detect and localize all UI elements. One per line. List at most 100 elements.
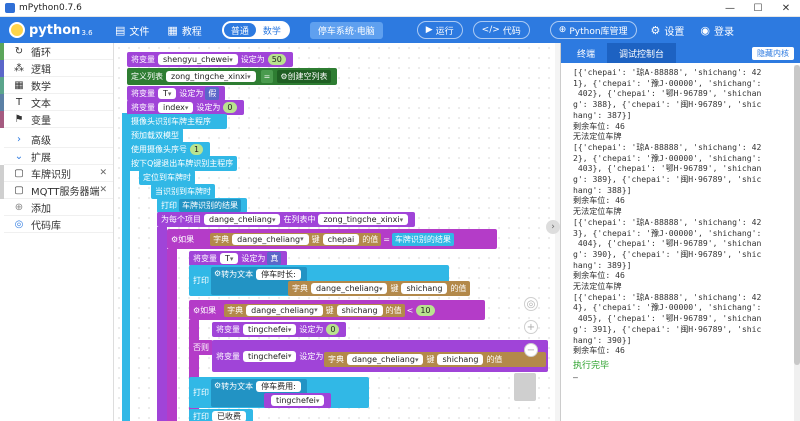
calculator-icon: ▦	[14, 79, 24, 91]
console-tabs: 终端 调试控制台 隐藏内核	[561, 43, 800, 63]
category-loop[interactable]: ↻循环	[0, 42, 113, 60]
tutorial-button[interactable]: ▦教程	[167, 23, 202, 38]
login-button[interactable]: ◉登录	[700, 23, 735, 38]
tab-terminal[interactable]: 终端	[577, 49, 596, 60]
console-line: hang': 389}]	[573, 259, 632, 270]
console-line: 无法定位车牌	[573, 281, 622, 292]
preload-model-block[interactable]: 预加载双模型	[127, 128, 183, 143]
logic-icon: ⁂	[14, 62, 24, 74]
minimize-button[interactable]: —	[725, 2, 735, 14]
console-line: g': 389}, {'chepai': '闽H·96789', 'shic	[573, 174, 762, 185]
hide-kernel-button[interactable]: 隐藏内核	[752, 46, 794, 60]
console-panel: 终端 调试控制台 隐藏内核 [{'chepai': '琼A·88888', 's…	[560, 43, 800, 421]
remove-extension-icon[interactable]: ✕	[99, 185, 107, 195]
console-line: g': 390}, {'chepai': '闽H·96789', 'shic	[573, 248, 762, 259]
gear-icon: ⚙	[214, 380, 222, 390]
console-line: hang': 387}]	[573, 109, 632, 120]
window-title: mPython0.7.6	[19, 3, 82, 13]
run-button[interactable]: ▶运行	[416, 21, 463, 39]
extension-icon: ▢	[14, 167, 24, 179]
console-line: hang': 390}]	[573, 334, 632, 345]
add-icon: ⊕	[14, 201, 24, 213]
maximize-button[interactable]: ☐	[753, 2, 763, 14]
category-plate-recognition[interactable]: ▢车牌识别✕	[0, 164, 113, 182]
plate-located-block[interactable]: 定位到车牌时	[139, 170, 195, 185]
python-logo-icon	[9, 22, 25, 38]
category-code-library[interactable]: ◎代码库	[0, 215, 113, 233]
zoom-out-icon[interactable]: −	[524, 343, 538, 357]
var-block[interactable]: tingchefei	[264, 393, 332, 408]
print-block[interactable]: 打印车牌识别的结果	[157, 198, 247, 213]
system-badge[interactable]: 停车系统·电脑	[309, 21, 383, 39]
gear-icon: ⚙	[650, 23, 661, 37]
quit-key-block[interactable]: 按下Q键退出车牌识别主程序	[127, 156, 238, 171]
collapse-panel-icon[interactable]: ›	[546, 220, 560, 234]
set-var-block[interactable]: 将变量T设定为真	[189, 251, 288, 266]
settings-button[interactable]: ⚙设置	[650, 23, 685, 38]
category-mqtt-server[interactable]: ▢MQTT服务器端✕	[0, 181, 113, 199]
loop-icon: ↻	[14, 45, 24, 57]
category-math[interactable]: ▦数学	[0, 76, 113, 94]
extension-icon: ▢	[14, 184, 24, 196]
category-logic[interactable]: ⁂逻辑	[0, 59, 113, 77]
recenter-icon[interactable]: ◎	[524, 297, 538, 311]
console-line: 402}, {'chepai': '鄂H·96789', 'shichan	[573, 88, 762, 99]
console-line: [{'chepai': '琼A·88888', 'shichang': 42	[573, 67, 762, 77]
console-scrollbar[interactable]	[794, 65, 800, 421]
title-bar: mPython0.7.6 — ☐ ✕	[0, 0, 800, 17]
foreach-block[interactable]: 为每个项目dange_cheliang在列表中zong_tingche_xinx…	[157, 212, 416, 227]
print-block[interactable]: 打印已收费	[189, 409, 253, 421]
console-cursor: —	[573, 371, 578, 382]
console-line: 无法定位车牌	[573, 206, 622, 217]
category-add[interactable]: ⊕添加	[0, 198, 113, 216]
file-menu-button[interactable]: ▤文件	[115, 23, 150, 38]
set-var-block[interactable]: 将变量index设定为0	[127, 100, 244, 115]
else-label: 否则	[189, 340, 213, 355]
console-line: [{'chepai': '琼A·88888', 'shichang': 42	[573, 141, 762, 152]
tab-debug-console[interactable]: 调试控制台	[607, 43, 677, 63]
user-icon: ◉	[700, 23, 711, 37]
play-icon: ▶	[425, 25, 433, 35]
library-manager-button[interactable]: ⊕Python库管理	[549, 21, 637, 39]
mode-switch[interactable]: 普通 数学	[221, 21, 290, 39]
console-line: 405}, {'chepai': '鄂H·96789', 'shichan	[573, 313, 762, 324]
mode-math[interactable]: 数学	[262, 26, 281, 37]
console-line: 无法定位车牌	[573, 131, 622, 142]
console-line: g': 388}, {'chepai': '闽H·96789', 'shic	[573, 99, 762, 110]
category-advanced[interactable]: ›高级	[0, 130, 113, 148]
code-icon: </>	[481, 25, 500, 35]
console-line: g': 391}, {'chepai': '闽H·96789', 'shic	[573, 323, 762, 334]
plate-recognized-block[interactable]: 当识别到车牌时	[151, 184, 215, 199]
gear-icon: ⚙	[280, 72, 288, 81]
console-line: 剩余车位: 46	[573, 270, 625, 281]
gear-icon: ⚙	[214, 268, 222, 278]
trash-icon[interactable]	[514, 373, 536, 401]
variable-icon: ⚑	[14, 113, 24, 125]
text-icon: T	[15, 96, 23, 108]
close-button[interactable]: ✕	[781, 2, 791, 14]
remove-extension-icon[interactable]: ✕	[99, 168, 107, 178]
code-button[interactable]: </>代码	[472, 21, 530, 39]
main-toolbar: python 3.6 ▤文件 ▦教程 普通 数学 停车系统·电脑 ▶运行 </>…	[0, 17, 800, 43]
plate-main-block[interactable]: 摄像头识别车牌主程序	[127, 114, 227, 129]
category-extension[interactable]: ⌄扩展	[0, 147, 113, 165]
set-var-block[interactable]: 将变量tingchefei设定为0	[212, 322, 347, 337]
set-var-block[interactable]: 将变量T设定为假	[127, 86, 226, 101]
console-line: [{'chepai': '琼A·88888', 'shichang': 42	[573, 216, 762, 227]
category-variable[interactable]: ⚑变量	[0, 110, 113, 128]
mode-normal[interactable]: 普通	[223, 23, 256, 37]
file-icon: ▤	[115, 23, 126, 37]
zoom-in-icon[interactable]: +	[524, 320, 538, 334]
console-line: 4}, {'chepai': '豫J·00000', 'shichang':	[573, 302, 762, 313]
gear-icon: ⚙	[171, 234, 179, 244]
